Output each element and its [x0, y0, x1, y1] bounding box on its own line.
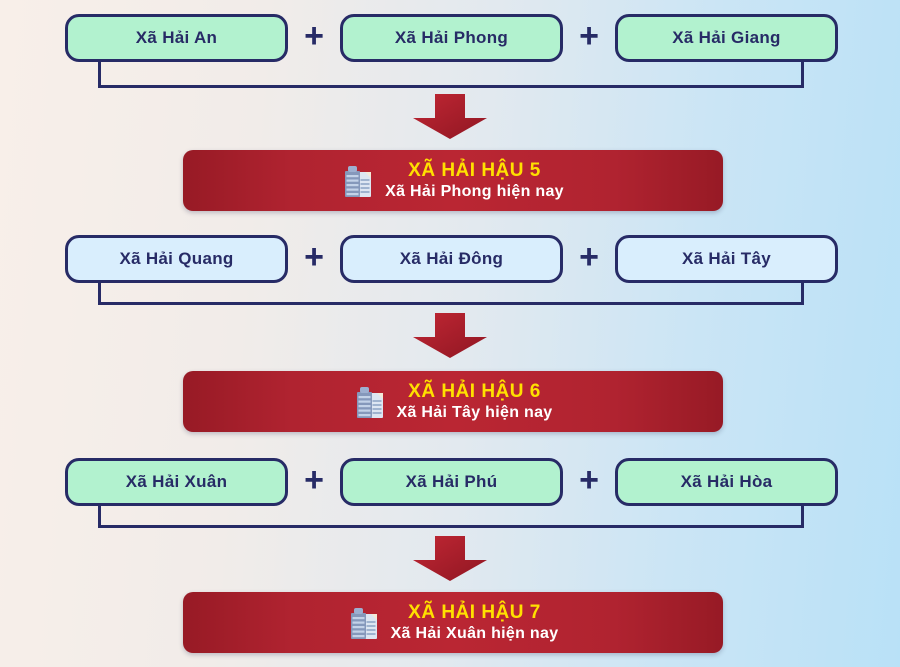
plus-icon: + — [579, 238, 599, 276]
source-box-label: Xã Hải Giang — [672, 28, 781, 47]
result-text: XÃ HẢI HẬU 6 Xã Hải Tây hiện nay — [397, 380, 553, 424]
source-box-label: Xã Hải Tây — [682, 249, 771, 268]
source-row-3: Xã Hải Xuân + Xã Hải Phú + Xã Hải Hòa — [65, 458, 838, 506]
building-icon — [350, 607, 377, 639]
source-box: Xã Hải Quang — [65, 235, 288, 283]
result-subtitle: Xã Hải Xuân hiện nay — [390, 625, 559, 643]
source-box-label: Xã Hải Đông — [399, 249, 504, 268]
connector-bracket — [98, 283, 804, 305]
down-arrow-icon — [413, 313, 487, 358]
source-box: Xã Hải Giang — [615, 14, 838, 62]
result-subtitle: Xã Hải Phong hiện nay — [385, 183, 564, 201]
source-box-label: Xã Hải Quang — [119, 249, 234, 268]
source-box-label: Xã Hải Phú — [405, 472, 498, 491]
result-banner: XÃ HẢI HẬU 7 Xã Hải Xuân hiện nay — [183, 592, 723, 653]
down-arrow-icon — [413, 536, 487, 581]
source-box-label: Xã Hải Phong — [394, 28, 509, 47]
source-box: Xã Hải Xuân — [65, 458, 288, 506]
connector-bracket — [98, 62, 804, 88]
source-box: Xã Hải Phong — [340, 14, 563, 62]
result-title: XÃ HẢI HẬU 6 — [408, 380, 541, 402]
source-box: Xã Hải Tây — [615, 235, 838, 283]
plus-icon: + — [304, 238, 324, 276]
down-arrow-icon — [413, 94, 487, 139]
building-icon — [356, 386, 383, 418]
source-box: Xã Hải Phú — [340, 458, 563, 506]
building-icon — [345, 165, 372, 197]
result-banner: XÃ HẢI HẬU 6 Xã Hải Tây hiện nay — [183, 371, 723, 432]
result-title: XÃ HẢI HẬU 5 — [408, 159, 541, 181]
plus-icon: + — [579, 17, 599, 55]
source-row-1: Xã Hải An + Xã Hải Phong + Xã Hải Giang — [65, 14, 838, 62]
result-title: XÃ HẢI HẬU 7 — [408, 601, 541, 623]
source-box-label: Xã Hải An — [135, 28, 218, 47]
result-text: XÃ HẢI HẬU 7 Xã Hải Xuân hiện nay — [391, 601, 559, 645]
source-box: Xã Hải An — [65, 14, 288, 62]
plus-icon: + — [304, 17, 324, 55]
source-box-label: Xã Hải Hòa — [680, 472, 773, 491]
source-row-2: Xã Hải Quang + Xã Hải Đông + Xã Hải Tây — [65, 235, 838, 283]
source-box: Xã Hải Đông — [340, 235, 563, 283]
plus-icon: + — [579, 461, 599, 499]
result-text: XÃ HẢI HẬU 5 Xã Hải Phong hiện nay — [385, 159, 564, 203]
source-box-label: Xã Hải Xuân — [125, 472, 228, 491]
result-subtitle: Xã Hải Tây hiện nay — [396, 404, 553, 422]
source-box: Xã Hải Hòa — [615, 458, 838, 506]
connector-bracket — [98, 506, 804, 528]
plus-icon: + — [304, 461, 324, 499]
result-banner: XÃ HẢI HẬU 5 Xã Hải Phong hiện nay — [183, 150, 723, 211]
